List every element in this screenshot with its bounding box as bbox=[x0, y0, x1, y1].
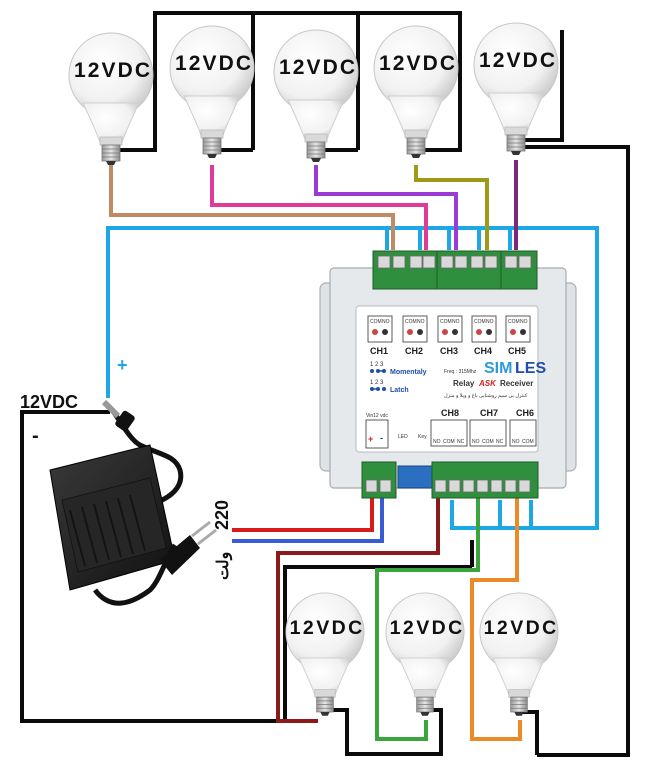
relay-label-com: COM bbox=[440, 319, 452, 325]
relay-label-com: COM bbox=[370, 319, 382, 325]
bulb-bottom-3: 12VDC bbox=[479, 592, 559, 717]
bulb-label: 12VDC bbox=[74, 59, 150, 82]
brand-block: SIM LES Freq : 315Mhz Relay ASK Receiver… bbox=[444, 360, 546, 399]
channel-label-ch5: CH5 bbox=[508, 346, 526, 356]
wire-ch1 bbox=[109, 165, 395, 250]
bulb-bottom-2: 12VDC bbox=[385, 592, 465, 717]
bulb-top-3: 12VDC bbox=[273, 29, 359, 163]
bulb-label: 12VDC bbox=[484, 617, 557, 639]
relay-label-com: COM bbox=[482, 439, 494, 445]
power-labels: 12VDC + - 220 ولت bbox=[20, 355, 233, 580]
relay-label-no: NO bbox=[382, 319, 390, 325]
relay-label-com: COM bbox=[474, 319, 486, 325]
blue-positive-wire bbox=[106, 226, 599, 530]
channel-wires-bottom bbox=[276, 495, 522, 741]
relay-label-nc: NC bbox=[457, 439, 465, 445]
dc-supply-label: 12VDC bbox=[20, 392, 78, 412]
relay-label-com: COM bbox=[405, 319, 417, 325]
top-relay-outputs: COM NO CH1 COM NO CH2 COM NO CH3 bbox=[367, 315, 531, 356]
channel-label-ch3: CH3 bbox=[440, 346, 458, 356]
power-adapter bbox=[49, 399, 217, 606]
relay-label-com: COM bbox=[522, 439, 534, 445]
channel-label-ch4: CH4 bbox=[474, 346, 492, 356]
channel-label-ch7: CH7 bbox=[480, 408, 498, 418]
latch-label: Latch bbox=[390, 387, 409, 394]
dip-numbers-latch: 1 2 3 bbox=[370, 380, 384, 386]
relay-label-no: NO bbox=[452, 319, 460, 325]
black-common-wires-top bbox=[119, 11, 630, 757]
channel-label-ch8: CH8 bbox=[441, 408, 459, 418]
power-box-minus: - bbox=[380, 433, 383, 443]
top-bulbs: 12VDC 12VDC 12VDC 12VDC 12VDC bbox=[68, 22, 559, 166]
power-box-label: Vin12 vdc bbox=[366, 413, 388, 419]
bottom-relay-outputs: CH8 NO COM NC CH7 NO COM NC CH6 NO COM bbox=[430, 408, 537, 447]
led-label: LED bbox=[398, 434, 408, 440]
wire-ch8 bbox=[276, 495, 440, 723]
bulb-top-5: 12VDC bbox=[473, 22, 559, 156]
subtitle-receiver: Receiver bbox=[500, 379, 533, 388]
channel-wires-top bbox=[109, 160, 518, 250]
bottom-bulbs: 12VDC 12VDC 12VDC bbox=[285, 592, 559, 717]
bulb-bottom-1: 12VDC bbox=[285, 592, 365, 717]
brand-les: LES bbox=[515, 360, 546, 377]
power-input-box: Vin12 vdc + - LED Key bbox=[365, 413, 427, 449]
subtitle-relay: Relay bbox=[453, 379, 475, 388]
mains-voltage-unit: ولت bbox=[215, 552, 233, 580]
key-label: Key bbox=[418, 434, 427, 440]
relay-label-no: NO bbox=[433, 439, 441, 445]
wire-ch3 bbox=[314, 165, 458, 250]
relay-label-no: NO bbox=[512, 439, 520, 445]
relay-label-com: COM bbox=[508, 319, 520, 325]
wire-ch7 bbox=[375, 495, 480, 741]
bottom-terminal-blocks bbox=[361, 461, 539, 499]
bulb-label: 12VDC bbox=[175, 52, 251, 75]
bulb-top-4: 12VDC bbox=[373, 25, 459, 159]
minus-sign: - bbox=[32, 425, 39, 447]
channel-label-ch1: CH1 bbox=[370, 346, 388, 356]
mains-wires bbox=[232, 494, 384, 543]
channel-label-ch6: CH6 bbox=[516, 408, 534, 418]
bulb-top-1: 12VDC bbox=[68, 32, 154, 166]
relay-module: COM NO CH1 COM NO CH2 COM NO CH3 bbox=[319, 250, 577, 499]
relay-label-no: NO bbox=[486, 319, 494, 325]
bulb-label: 12VDC bbox=[390, 617, 463, 639]
wire-ch6 bbox=[470, 495, 522, 741]
relay-label-no: NO bbox=[520, 319, 528, 325]
relay-label-no: NO bbox=[417, 319, 425, 325]
bulb-label: 12VDC bbox=[379, 52, 455, 75]
bulb-label: 12VDC bbox=[290, 617, 363, 639]
bulb-top-2: 12VDC bbox=[169, 25, 255, 159]
dip-numbers-momentary: 1 2 3 bbox=[370, 362, 384, 368]
momentary-label: Momentaly bbox=[390, 369, 427, 376]
relay-label-nc: NC bbox=[496, 439, 504, 445]
mains-voltage-label: 220 bbox=[212, 500, 232, 530]
relay-label-com: COM bbox=[443, 439, 455, 445]
plus-sign: + bbox=[117, 355, 128, 375]
bulb-label: 12VDC bbox=[479, 49, 555, 72]
subtitle-ask: ASK bbox=[478, 379, 497, 388]
relay-label-no: NO bbox=[472, 439, 480, 445]
persian-caption: کنترل بی سیم روشنایی باغ و ویلا و منزل bbox=[444, 393, 528, 399]
wire-ch4 bbox=[414, 165, 489, 250]
channel-label-ch2: CH2 bbox=[405, 346, 423, 356]
freq-label: Freq : 315Mhz bbox=[444, 369, 477, 375]
bulb-label: 12VDC bbox=[279, 56, 355, 79]
brand-sim: SIM bbox=[484, 360, 512, 377]
top-terminal-blocks bbox=[372, 250, 538, 290]
mode-settings: 1 2 3 Momentaly 1 2 3 Latch bbox=[370, 362, 427, 394]
power-box-plus: + bbox=[368, 434, 373, 444]
wire-ch2 bbox=[210, 165, 428, 250]
